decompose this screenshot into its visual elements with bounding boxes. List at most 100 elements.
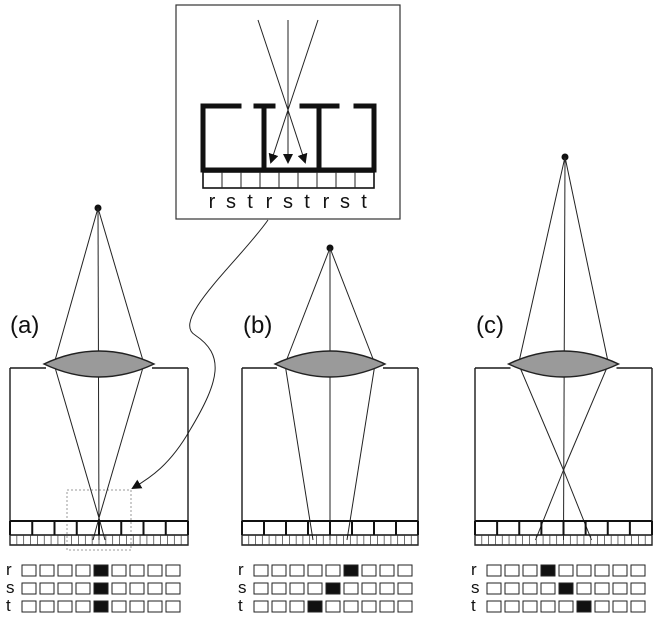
row-label: t [6,596,11,615]
pixel-cell [522,582,538,595]
pixel-cell [75,564,91,577]
pixel-cell [271,564,287,577]
pixel-cell [75,600,91,613]
ray-outer-left [518,156,566,365]
pixel-cell [343,600,359,613]
inset-pixel-label: s [283,191,293,213]
pixel-cell [612,582,628,595]
panel-label: (b) [243,312,272,339]
pixel-cell [325,564,341,577]
microlens-array [241,520,419,545]
row-label: r [471,560,477,579]
panel-a: (a) [9,204,189,546]
pixel-cell [361,600,377,613]
main-lens [42,350,156,378]
pixel-cell [39,582,55,595]
pixel-cell [540,582,556,595]
ray-outer-right [564,156,609,365]
inset-ray-right [287,19,319,111]
pixel-cell [57,582,73,595]
ray-outer-left [53,207,99,365]
row-label: s [238,578,247,597]
row-label: s [471,578,480,597]
pixel-cell [540,600,556,613]
pixel-cell [111,564,127,577]
pixel-cell [630,564,646,577]
inset-pixel-label: t [304,191,310,213]
inset-arrow-t [287,109,308,164]
pixel-cell [111,582,127,595]
pixel-cell [594,564,610,577]
pixel-cell [165,582,181,595]
pixel-cell [271,582,287,595]
panel-b: (b) [241,244,419,546]
pixel-cell-lit [343,564,359,577]
pixel-cell [57,564,73,577]
inset-arrow-r [268,109,289,164]
ray-chief [563,156,566,541]
pixel-grid-a: rst [6,560,181,615]
pixel-cell [57,600,73,613]
pixel-cell [111,600,127,613]
pixel-cell [612,564,628,577]
pixel-cell [504,564,520,577]
pixel-cell [307,582,323,595]
inset-pixel-label: t [247,191,253,213]
panels: (a) (b) (c) [9,153,653,546]
pixel-cell [129,564,145,577]
pixel-cell [147,582,163,595]
inset-microlens-array [200,103,377,173]
pixel-cell [504,582,520,595]
pixel-cell [576,564,592,577]
panel-label: (a) [10,312,39,339]
pixel-cell [147,600,163,613]
pixel-cell [612,600,628,613]
pixel-cell [289,600,305,613]
pixel-cell [594,600,610,613]
pixel-cell [630,582,646,595]
pixel-cell-lit [325,582,341,595]
pixel-cell-lit [576,600,592,613]
pixel-cell [397,582,413,595]
pixel-cell [75,582,91,595]
pixel-cell [39,600,55,613]
pixel-cell [558,600,574,613]
pixel-cell [558,564,574,577]
pixel-cell [253,564,269,577]
pixel-cell [361,564,377,577]
inset-pixel-label: s [226,191,236,213]
main-lens [506,350,621,378]
inset-pixel-label: r [266,191,273,213]
pixel-cell [165,564,181,577]
pixel-cell [21,600,37,613]
pixel-cell-lit [307,600,323,613]
pixel-cell [361,582,377,595]
panel-c: (c) [474,153,653,546]
pixel-cell [379,564,395,577]
pixel-cell [343,582,359,595]
ray-outer-right [329,247,376,365]
pixel-cell [630,600,646,613]
ray-outer-left [284,247,331,365]
pixel-cell [594,582,610,595]
pixel-cell-lit [540,564,556,577]
inset-pixel-label: s [340,191,350,213]
pixel-cell [486,600,502,613]
pixel-cell [379,600,395,613]
pixel-grid-b: rst [238,560,413,615]
pixel-grid-c: rst [471,560,646,615]
pixel-cell [325,600,341,613]
inset-pixel-label: r [323,191,330,213]
row-label: t [238,596,243,615]
pixel-cell [129,600,145,613]
pixel-cell-lit [93,564,109,577]
inset-pixel-row [202,171,375,189]
pixel-cell [486,564,502,577]
pixel-cell-lit [93,600,109,613]
pixel-cell [271,600,287,613]
microlens-array [474,520,653,545]
pixel-cell [397,564,413,577]
